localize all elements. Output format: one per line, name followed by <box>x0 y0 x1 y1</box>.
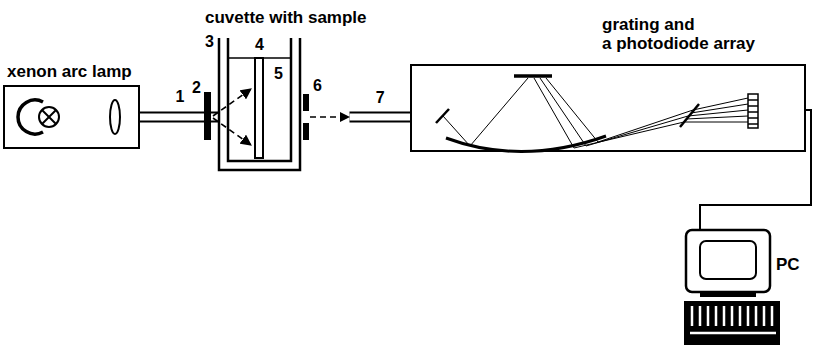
callout-number: 2 <box>192 80 201 96</box>
callout-number: 5 <box>274 66 283 82</box>
callout-number: 4 <box>255 37 264 53</box>
optical-fiber <box>310 117 410 118</box>
lamp-housing: xenon arc lamp <box>3 85 140 149</box>
computer: PC <box>684 229 810 347</box>
light-rays <box>213 89 251 145</box>
node-label: cuvette with sample <box>205 8 367 28</box>
aperture <box>303 94 309 140</box>
plate <box>204 92 211 140</box>
cuvette: cuvette with sample <box>219 38 300 170</box>
lamp-optics <box>18 100 120 134</box>
computer-drawing <box>684 230 780 345</box>
arrow-head <box>340 112 350 122</box>
spectrometer-box: grating and a photodiode array <box>410 64 806 152</box>
callout-number: 1 <box>176 89 185 105</box>
spectrometer-optics <box>436 76 758 152</box>
callout-number: 6 <box>313 78 322 94</box>
callout-number: 3 <box>205 34 214 50</box>
node-label: xenon arc lamp <box>7 62 132 82</box>
node-label: grating and a photodiode array <box>602 15 767 54</box>
callout-number: 7 <box>376 90 385 106</box>
node-label: PC <box>776 255 800 275</box>
